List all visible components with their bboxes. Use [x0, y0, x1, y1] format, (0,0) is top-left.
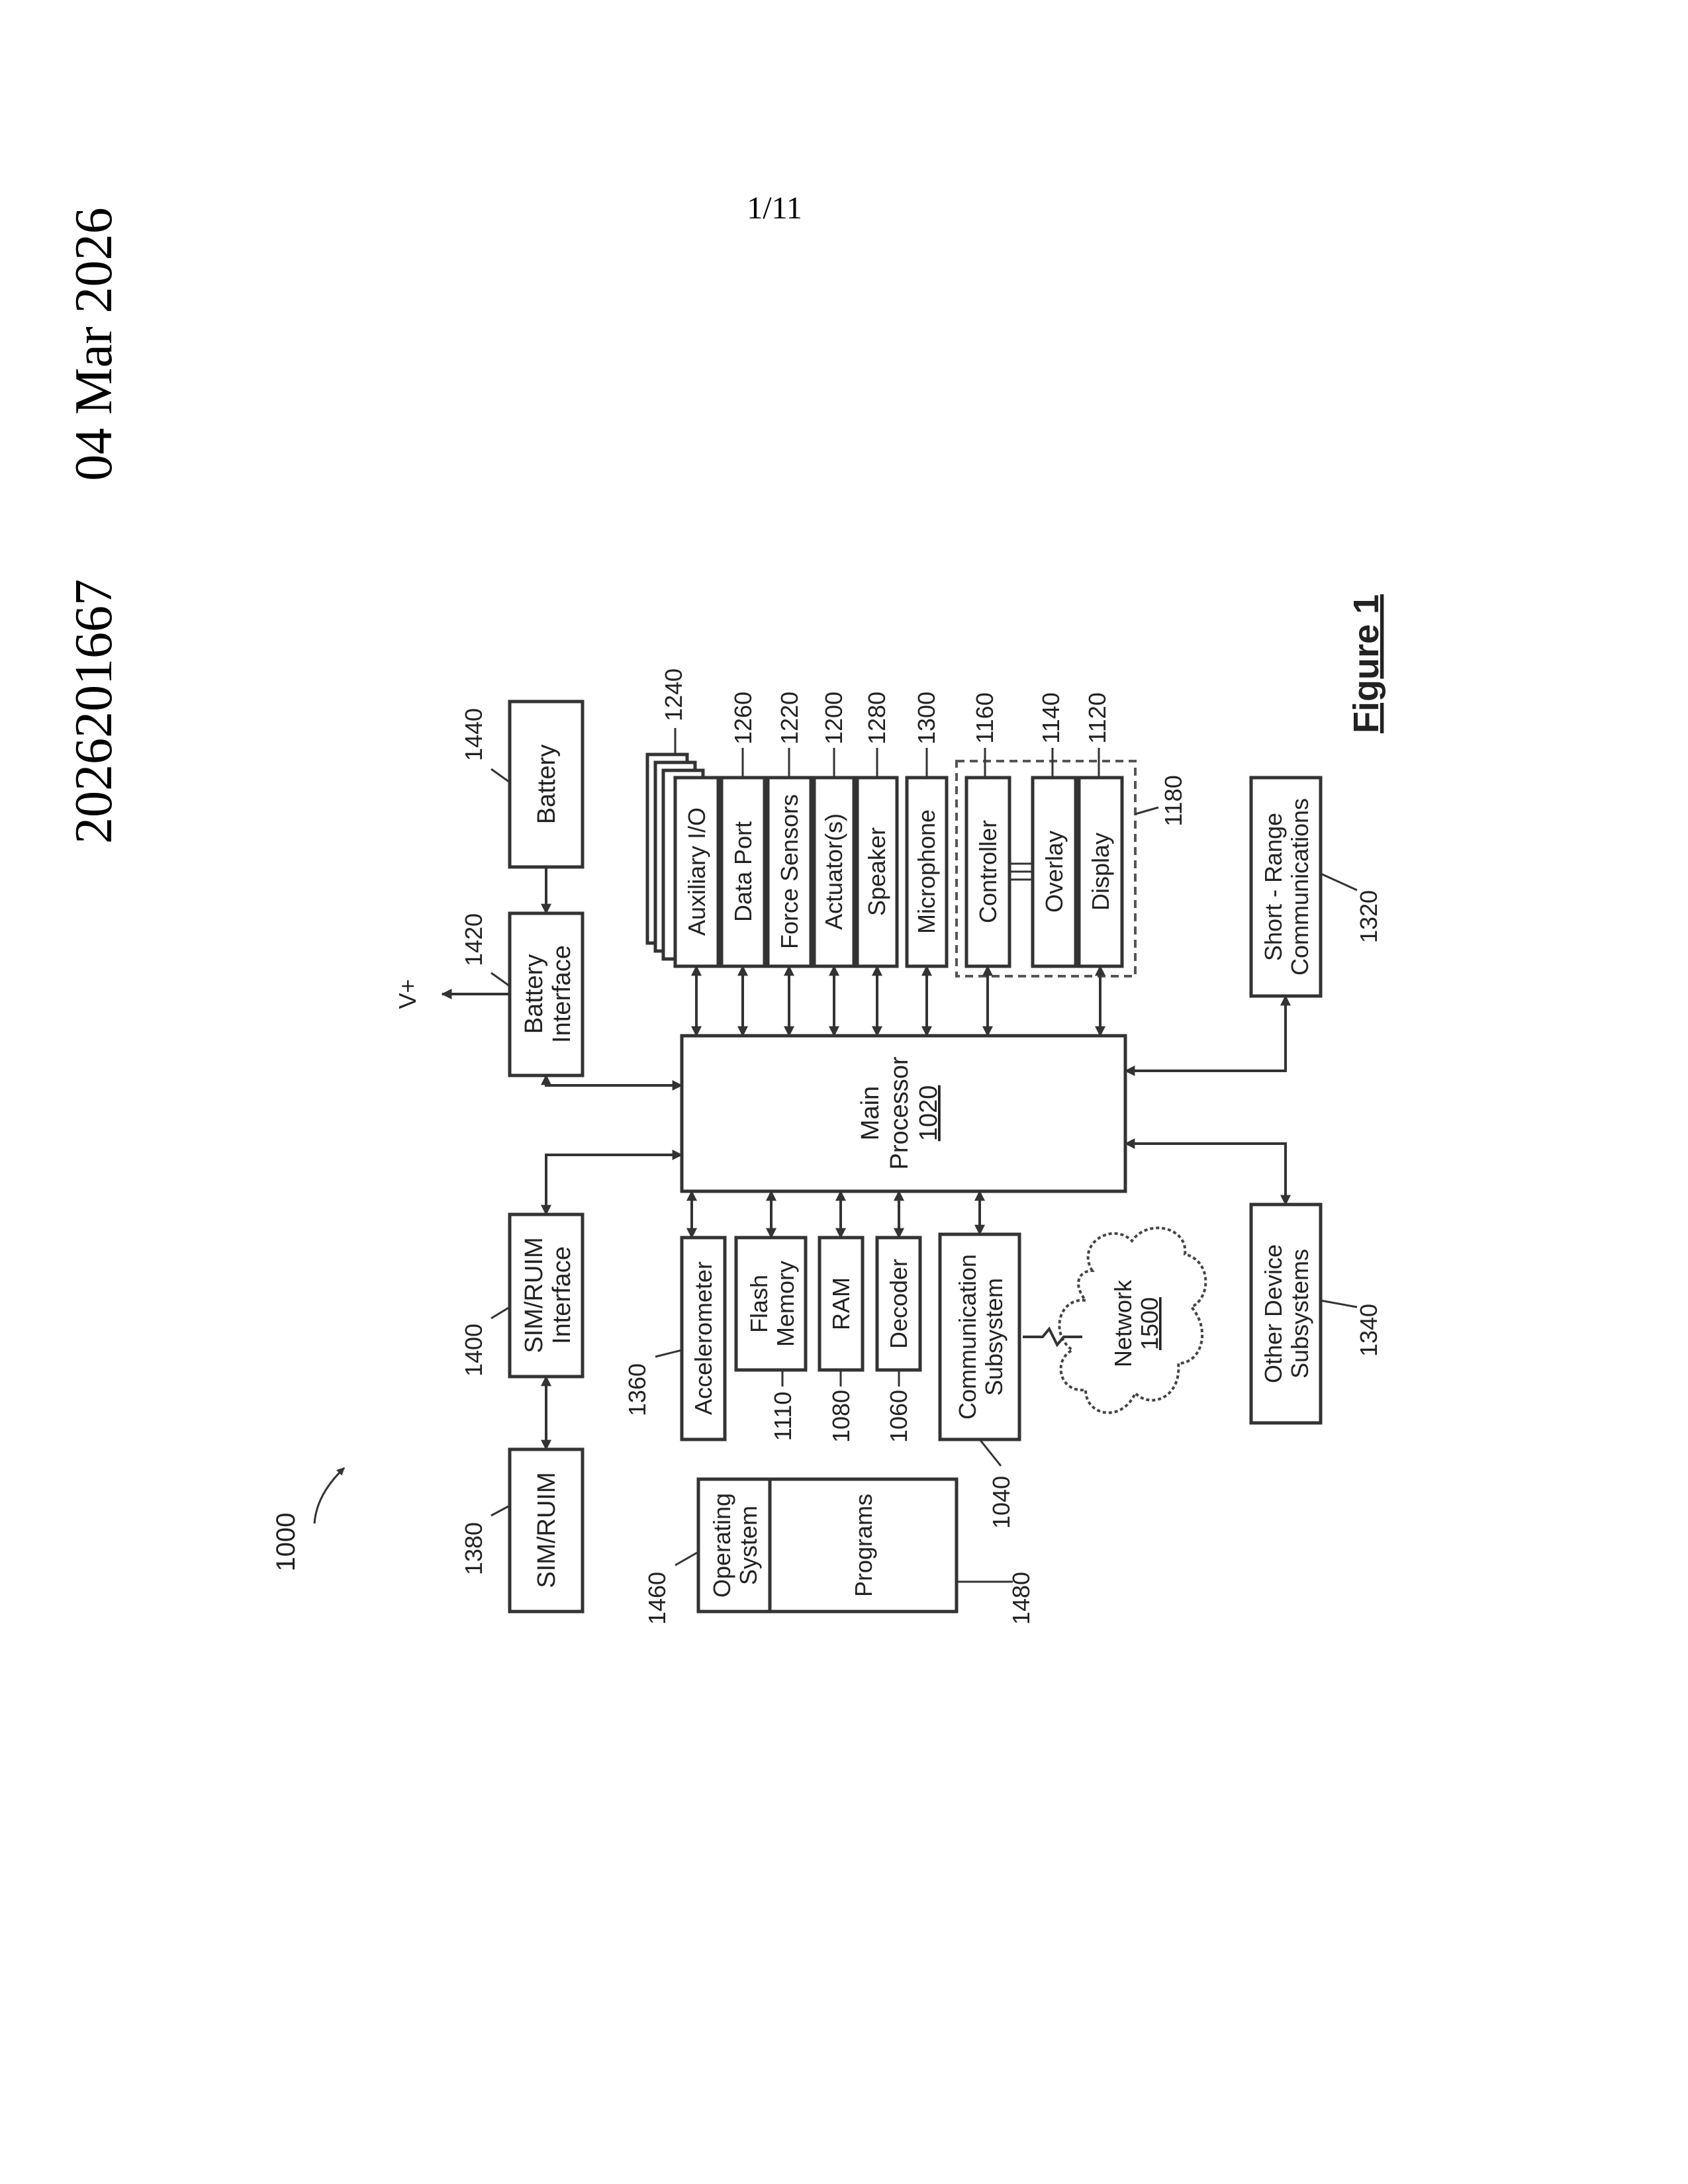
data-port-ref: 1260 — [729, 692, 757, 745]
communication-subsystem-label-line1: Communication — [954, 1254, 981, 1420]
speaker-ref: 1280 — [863, 692, 890, 745]
other-devices-link — [1125, 1144, 1286, 1205]
figure-title: Figure 1 — [1346, 594, 1386, 733]
operating-system-ref: 1460 — [643, 1572, 671, 1625]
ram-label: RAM — [827, 1277, 855, 1330]
communication-subsystem-ref-leader — [980, 1439, 1001, 1466]
short-range-link — [1125, 996, 1286, 1071]
sim-ref: 1380 — [460, 1522, 487, 1575]
battery-label: Battery — [533, 745, 561, 824]
flash-memory-ref: 1110 — [769, 1392, 796, 1441]
other-devices-label-line2: Subsystems — [1286, 1249, 1313, 1379]
device-ref-label: 1000 — [271, 1513, 301, 1572]
main-processor-label-line1: Main — [857, 1086, 884, 1140]
sim-label: SIM/RUIM — [533, 1472, 561, 1588]
short-range-ref-leader — [1321, 874, 1357, 890]
auxiliary-io-ref: 1240 — [660, 668, 687, 721]
sim-interface-label-line1: SIM/RUIM — [520, 1237, 548, 1353]
flash-memory-label-line1: Flash — [745, 1275, 773, 1333]
battery-ref: 1440 — [460, 708, 487, 761]
short-range-ref: 1320 — [1355, 890, 1382, 943]
other-devices-ref-leader — [1321, 1300, 1357, 1307]
controller-overlay-bus — [1009, 864, 1033, 880]
sim-interface-to-processor-arrow — [546, 1155, 682, 1214]
network-ref: 1500 — [1136, 1297, 1163, 1350]
accelerometer-label: Accelerometer — [690, 1261, 717, 1415]
battery-interface-ref-leader — [491, 973, 510, 986]
touchscreen-group-ref-leader — [1135, 807, 1158, 814]
touchscreen-group-ref: 1180 — [1160, 775, 1187, 826]
force-sensors-ref: 1220 — [776, 692, 803, 745]
communication-subsystem-label-line2: Subsystem — [980, 1278, 1008, 1396]
overlay-label: Overlay — [1041, 831, 1068, 913]
flash-memory-label-line2: Memory — [772, 1261, 799, 1347]
programs-label: Programs — [850, 1494, 877, 1597]
sim-ref-leader — [491, 1506, 510, 1516]
actuators-label: Actuator(s) — [820, 813, 847, 930]
publication-date: 04 Mar 2026 — [65, 207, 123, 480]
actuators-ref: 1200 — [820, 692, 847, 745]
main-processor-ref: 1020 — [915, 1085, 943, 1142]
sim-interface-ref-leader — [491, 1307, 510, 1318]
force-sensors-label: Force Sensors — [776, 794, 803, 949]
communication-subsystem-ref: 1040 — [988, 1476, 1015, 1529]
microphone-ref: 1300 — [913, 692, 940, 745]
overlay-ref: 1140 — [1037, 692, 1064, 743]
auxiliary-io-label: Auxiliary I/O — [683, 807, 710, 936]
operating-system-label-line2: System — [735, 1506, 762, 1585]
decoder-ref: 1060 — [885, 1390, 912, 1443]
ram-ref: 1080 — [827, 1390, 855, 1443]
controller-ref: 1160 — [971, 692, 998, 743]
operating-system-label-line1: Operating — [708, 1493, 735, 1598]
main-processor-label-line2: Processor — [886, 1056, 914, 1169]
other-devices-ref: 1340 — [1355, 1304, 1382, 1357]
decoder-label: Decoder — [885, 1259, 912, 1349]
short-range-label-line1: Short - Range — [1260, 813, 1287, 961]
battery-interface-ref: 1420 — [460, 913, 487, 966]
operating-system-ref-leader — [675, 1552, 698, 1565]
device-ref-arrow — [314, 1468, 344, 1524]
programs-ref: 1480 — [1008, 1572, 1035, 1625]
display-ref: 1120 — [1084, 692, 1111, 743]
speaker-label: Speaker — [863, 827, 890, 916]
battery-ref-leader — [491, 769, 510, 782]
display-label: Display — [1087, 833, 1114, 911]
vplus-label: V+ — [394, 979, 421, 1009]
sim-interface-label-line2: Interface — [548, 1246, 576, 1344]
sheet-number: 1/11 — [747, 191, 802, 226]
accelerometer-ref-leader — [655, 1350, 682, 1357]
controller-label: Controller — [974, 820, 1002, 923]
microphone-label: Microphone — [913, 809, 940, 934]
battery-interface-label-line1: Battery — [520, 954, 548, 1034]
battery-interface-label-line2: Interface — [548, 945, 576, 1043]
network-label: Network — [1109, 1279, 1137, 1367]
short-range-label-line2: Communications — [1286, 798, 1313, 976]
other-devices-label-line1: Other Device — [1260, 1244, 1287, 1383]
publication-number: 2026201667 — [65, 579, 123, 844]
data-port-label: Data Port — [729, 821, 757, 922]
sim-interface-ref: 1400 — [460, 1324, 487, 1377]
accelerometer-ref: 1360 — [624, 1363, 651, 1416]
